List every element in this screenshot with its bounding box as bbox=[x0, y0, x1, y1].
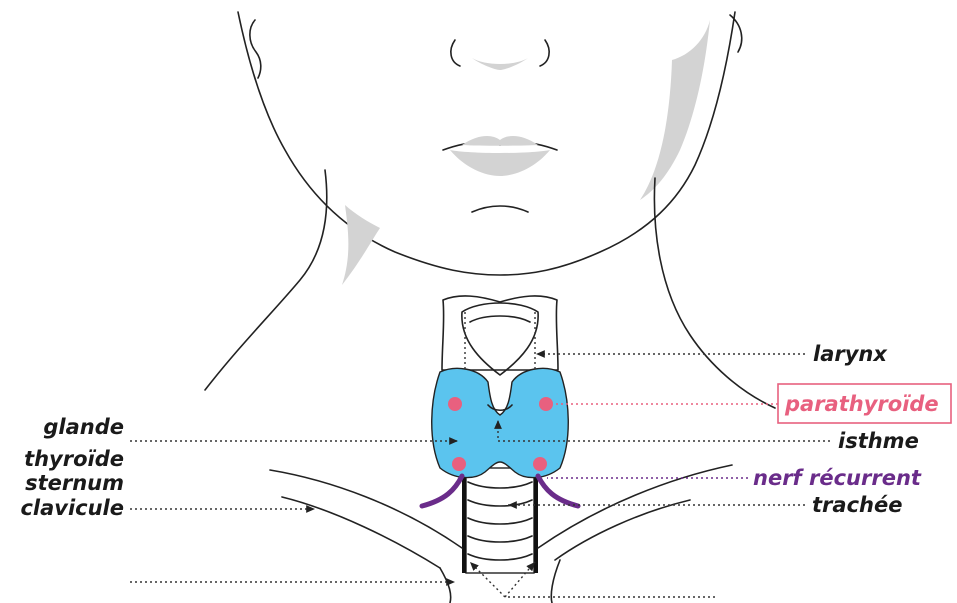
label-larynx: larynx bbox=[813, 342, 888, 366]
head-outline bbox=[238, 12, 742, 285]
parathyroid-upper-left bbox=[448, 397, 462, 411]
label-thyroide: thyroïde bbox=[24, 447, 124, 471]
neck-outline bbox=[205, 170, 775, 408]
label-parathyroide: parathyroïde bbox=[784, 392, 939, 416]
trachea bbox=[464, 468, 536, 573]
label-isthme: isthme bbox=[838, 429, 919, 453]
label-trachee: trachée bbox=[812, 493, 902, 517]
face-features bbox=[443, 40, 557, 212]
label-nerf-recurrent: nerf récurrent bbox=[753, 466, 922, 490]
label-glande: glande bbox=[43, 415, 124, 439]
parathyroid-upper-right bbox=[539, 397, 553, 411]
parathyroid-lower-right bbox=[533, 457, 547, 471]
label-clavicule: clavicule bbox=[20, 496, 124, 520]
parathyroid-lower-left bbox=[452, 457, 466, 471]
recurrent-nerve-right bbox=[538, 476, 578, 506]
recurrent-nerve-left bbox=[422, 476, 462, 506]
larynx-cartilage bbox=[442, 296, 558, 375]
thyroid-gland bbox=[432, 368, 569, 477]
label-sternum: sternum bbox=[25, 471, 124, 495]
